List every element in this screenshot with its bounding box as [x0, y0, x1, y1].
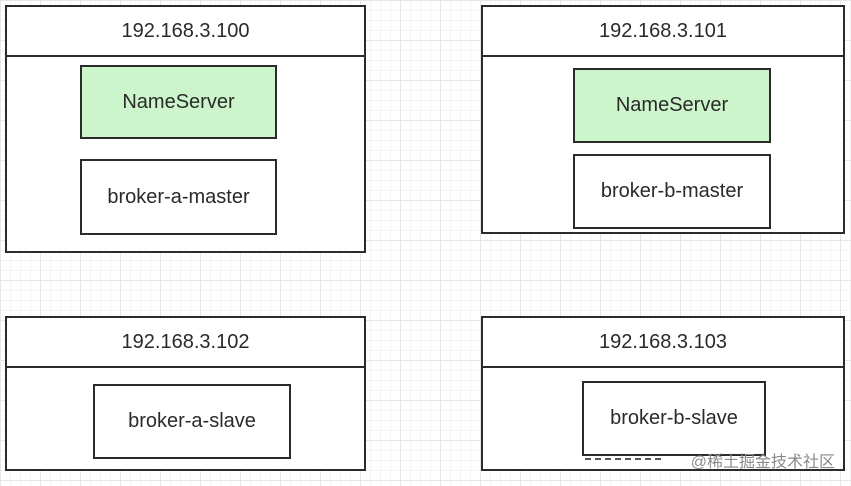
- host-192-168-3-100: 192.168.3.100 NameServer broker-a-master: [5, 5, 366, 253]
- host-192-168-3-101: 192.168.3.101 NameServer broker-b-master: [481, 5, 845, 234]
- broker-b-slave-node: broker-b-slave: [582, 381, 766, 456]
- broker-a-master-node: broker-a-master: [80, 159, 277, 235]
- host-192-168-3-102: 192.168.3.102 broker-a-slave: [5, 316, 366, 471]
- host-192-168-3-103: 192.168.3.103 broker-b-slave: [481, 316, 845, 471]
- watermark-text: @稀土掘金技术社区: [690, 454, 835, 471]
- host-ip-label: 192.168.3.101: [483, 7, 843, 57]
- dashed-artifact-line: [585, 458, 663, 460]
- host-ip-label: 192.168.3.103: [483, 318, 843, 368]
- host-ip-label: 192.168.3.102: [7, 318, 364, 368]
- host-ip-label: 192.168.3.100: [7, 7, 364, 57]
- broker-b-master-node: broker-b-master: [573, 154, 771, 229]
- nameserver-node: NameServer: [573, 68, 771, 143]
- broker-a-slave-node: broker-a-slave: [93, 384, 291, 459]
- nameserver-node: NameServer: [80, 65, 277, 139]
